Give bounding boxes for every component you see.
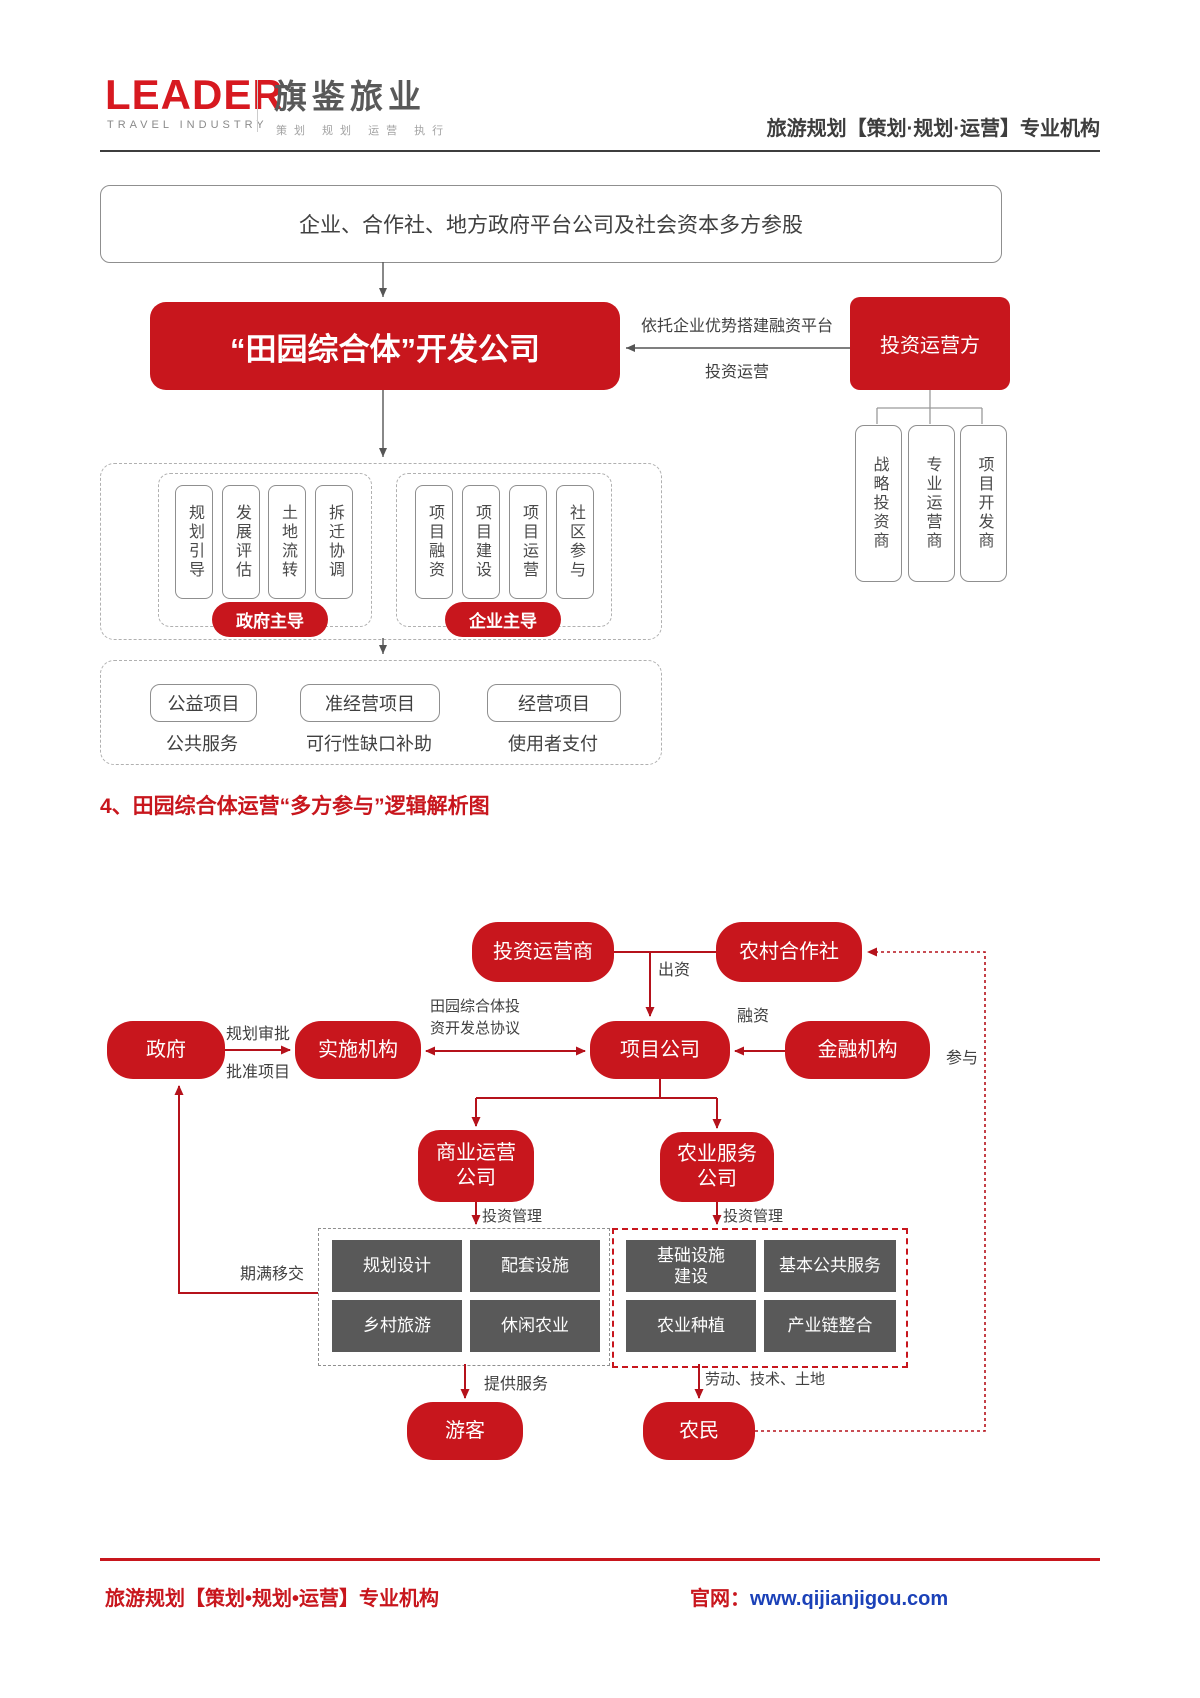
d2-label-investment-mgmt-left: 投资管理: [482, 1208, 543, 1225]
d2-label-financing: 融资: [737, 1008, 770, 1025]
logo-subtitle: TRAVEL INDUSTRY: [107, 119, 268, 131]
d1-project-box: 准经营项目: [300, 684, 440, 722]
d1-investor-tree-connector: [876, 390, 983, 424]
d2-label-provide-services: 提供服务: [484, 1376, 549, 1393]
footer-site: 官网：www.qijianjigou.com: [690, 1582, 948, 1611]
d1-gov-item-box: 拆迁协调: [315, 485, 353, 599]
d2-farmer-node: 农民: [643, 1402, 755, 1460]
d2-cell-industry-chain: 产业链整合: [764, 1300, 896, 1352]
header-tagline: 旅游规划【策划·规划·运营】专业机构: [766, 118, 1100, 140]
d1-project-box: 公益项目: [150, 684, 257, 722]
header-rule: [100, 150, 1100, 152]
footer-tagline: 旅游规划【策划•规划•运营】专业机构: [105, 1588, 440, 1610]
d2-cell-supporting-facilities: 配套设施: [470, 1240, 600, 1292]
d2-cell-agri-planting: 农业种植: [626, 1300, 756, 1352]
d2-label-master-agreement: 田园综合体投 资开发总协议: [430, 998, 521, 1037]
d2-commercial-operation-co-node: 商业运营 公司: [418, 1130, 534, 1202]
d1-project-mode: 可行性缺口补助: [306, 734, 432, 754]
d2-cell-infrastructure: 基础设施 建设: [626, 1240, 756, 1292]
d1-gov-item-box: 发展评估: [222, 485, 260, 599]
footer-rule: [100, 1558, 1100, 1561]
footer-site-url[interactable]: www.qijianjigou.com: [750, 1588, 949, 1610]
d1-investor-operator-box: 投资运营方: [850, 297, 1010, 390]
d2-financial-institution-node: 金融机构: [785, 1021, 930, 1079]
d2-government-node: 政府: [107, 1021, 225, 1079]
d1-ent-item-box: 项目融资: [415, 485, 453, 599]
d1-project-mode: 公共服务: [166, 734, 238, 754]
d1-link-label-bottom: 投资运营: [704, 364, 769, 381]
logo-leader: LEADER: [105, 71, 284, 118]
d2-label-project-approval: 批准项目: [226, 1064, 291, 1081]
d1-ent-item-box: 项目建设: [462, 485, 500, 599]
logo-chinese-tagline: 策划 规划 运营 执行: [276, 125, 451, 137]
d2-cell-rural-tourism: 乡村旅游: [332, 1300, 462, 1352]
d1-strategic-investor-box: 战略投资商: [855, 425, 902, 582]
d1-dev-company-box: “田园综合体”开发公司: [150, 302, 620, 390]
d2-implementation-agency-node: 实施机构: [295, 1021, 421, 1079]
logo-divider: [257, 80, 258, 132]
d1-link-label-top: 依托企业优势搭建融资平台: [640, 318, 833, 335]
d1-gov-badge: 政府主导: [212, 602, 328, 637]
d2-cell-public-services: 基本公共服务: [764, 1240, 896, 1292]
d2-agri-service-co-node: 农业服务 公司: [660, 1132, 774, 1202]
footer-site-label: 官网：: [690, 1588, 750, 1610]
d2-cell-planning-design: 规划设计: [332, 1240, 462, 1292]
d2-investor-operator-node: 投资运营商: [472, 922, 614, 982]
d1-ent-badge: 企业主导: [445, 602, 561, 637]
d2-cell-leisure-agriculture: 休闲农业: [470, 1300, 600, 1352]
d1-project-types-container: [100, 660, 662, 765]
d1-project-box: 经营项目: [487, 684, 621, 722]
d1-ent-item-box: 项目运营: [509, 485, 547, 599]
d1-duties-container: [100, 463, 662, 640]
d2-rural-coop-node: 农村合作社: [716, 922, 862, 982]
section-title: 4、田园综合体运营“多方参与”逻辑解析图: [100, 795, 490, 818]
d2-label-labor-tech-land: 劳动、技术、土地: [705, 1371, 826, 1388]
d1-project-developer-box: 项目开发商: [960, 425, 1007, 582]
d1-shareholders-box: 企业、合作社、地方政府平台公司及社会资本多方参股: [100, 185, 1002, 263]
d2-label-capital-contribution: 出资: [658, 962, 691, 979]
d1-ent-item-box: 社区参与: [556, 485, 594, 599]
d1-gov-item-box: 土地流转: [268, 485, 306, 599]
d2-label-planning-approval: 规划审批: [226, 1026, 291, 1043]
d2-label-transfer-on-expiry: 期满移交: [240, 1266, 305, 1283]
logo-chinese: 旗鉴旅业: [274, 78, 426, 115]
d1-gov-item-box: 规划引导: [175, 485, 213, 599]
d2-label-participation: 参与: [946, 1050, 979, 1067]
d1-professional-operator-box: 专业运营商: [908, 425, 955, 582]
d2-project-company-node: 项目公司: [590, 1021, 730, 1079]
d1-project-mode: 使用者支付: [508, 734, 598, 754]
d2-split-projectco: [476, 1079, 717, 1099]
d2-tourist-node: 游客: [407, 1402, 523, 1460]
d2-label-investment-mgmt-right: 投资管理: [723, 1208, 784, 1225]
